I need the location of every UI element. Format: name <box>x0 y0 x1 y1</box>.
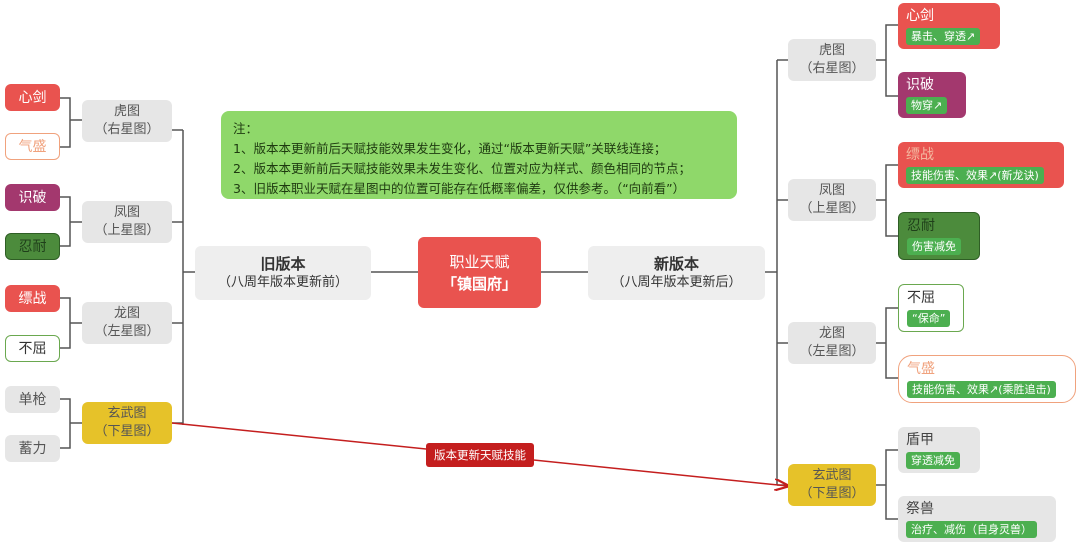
old-group-sub: （右星图） <box>94 122 160 137</box>
old-group-tiger[interactable]: 虎图 （右星图） <box>82 100 172 142</box>
old-leaf-xuli[interactable]: 蓄力 <box>5 435 60 462</box>
old-leaf-xinjian[interactable]: 心剑 <box>5 84 60 111</box>
new-leaf-tag: 物穿↗ <box>906 97 948 114</box>
old-group-name: 龙图 <box>113 306 140 321</box>
new-leaf-title: 盾甲 <box>906 432 934 448</box>
new-leaf-xinjian[interactable]: 心剑 暴击、穿透↗ <box>898 3 1000 49</box>
relation-label[interactable]: 版本更新天赋技能 <box>426 443 534 467</box>
note-box: 注： 1、版本本更新前后天赋技能效果发生变化，通过“版本更新天赋”关联线连接； … <box>221 111 737 199</box>
old-group-dragon[interactable]: 龙图 （左星图） <box>82 302 172 344</box>
old-version-title: 旧版本 <box>260 255 306 273</box>
new-leaf-title: 不屈 <box>907 290 935 306</box>
new-group-name: 玄武图 <box>812 468 852 483</box>
note-line-2: 2、版本本更新前后天赋技能效果未发生变化、位置对应为样式、颜色相同的节点； <box>233 161 691 176</box>
new-leaf-rennai[interactable]: 忍耐 伤害减免 <box>898 212 980 260</box>
new-leaf-title: 气盛 <box>907 361 935 377</box>
old-leaf-shipo[interactable]: 识破 <box>5 184 60 211</box>
center-node[interactable]: 职业天赋 「镇国府」 <box>418 237 541 308</box>
old-leaf-rennai[interactable]: 忍耐 <box>5 233 60 260</box>
new-leaf-tag: 伤害减免 <box>907 238 961 255</box>
old-leaf-danqiang[interactable]: 单枪 <box>5 386 60 413</box>
note-line-3: 3、旧版本职业天赋在星图中的位置可能存在低概率偏差，仅供参考。（“向前看”） <box>233 181 686 196</box>
new-leaf-piaozhan[interactable]: 缥战 技能伤害、效果↗(新龙诀) <box>898 142 1064 188</box>
old-leaf-piaozhan[interactable]: 缥战 <box>5 285 60 312</box>
old-group-name: 虎图 <box>113 104 140 119</box>
old-group-tortoise[interactable]: 玄武图 （下星图） <box>82 402 172 444</box>
new-leaf-title: 缥战 <box>906 147 934 163</box>
old-group-name: 凤图 <box>113 205 140 220</box>
new-leaf-title: 识破 <box>906 77 934 93</box>
new-leaf-qisheng[interactable]: 气盛 技能伤害、效果↗(乘胜追击) <box>898 355 1076 403</box>
old-group-phoenix[interactable]: 凤图 （上星图） <box>82 201 172 243</box>
new-leaf-tag: 技能伤害、效果↗(乘胜追击) <box>907 381 1056 398</box>
new-leaf-title: 忍耐 <box>907 218 935 234</box>
new-leaf-title: 心剑 <box>906 8 934 24</box>
new-group-tiger[interactable]: 虎图 （右星图） <box>788 39 876 81</box>
note-line-1: 1、版本本更新前后天赋技能效果发生变化，通过“版本更新天赋”关联线连接； <box>233 141 667 156</box>
new-version-subtitle: （八周年版本更新后） <box>611 275 742 290</box>
new-group-tortoise[interactable]: 玄武图 （下星图） <box>788 464 876 506</box>
old-group-name: 玄武图 <box>107 406 147 421</box>
new-leaf-buqu[interactable]: 不屈 “保命” <box>898 284 964 332</box>
new-leaf-dunjia[interactable]: 盾甲 穿透减免 <box>898 427 980 473</box>
new-group-name: 虎图 <box>818 43 845 58</box>
new-leaf-tag: 暴击、穿透↗ <box>906 28 981 45</box>
new-leaf-tag: 治疗、减伤（自身灵兽） <box>906 521 1037 538</box>
old-leaf-buqu[interactable]: 不屈 <box>5 335 60 362</box>
new-leaf-title: 祭兽 <box>906 501 934 517</box>
old-leaf-qisheng[interactable]: 气盛 <box>5 133 60 160</box>
note-title: 注： <box>233 121 259 136</box>
center-line-2: 「镇国府」 <box>441 274 517 293</box>
new-leaf-jishou[interactable]: 祭兽 治疗、减伤（自身灵兽） <box>898 496 1056 542</box>
new-version-node[interactable]: 新版本 （八周年版本更新后） <box>588 246 765 300</box>
new-group-sub: （下星图） <box>799 486 865 501</box>
new-group-phoenix[interactable]: 凤图 （上星图） <box>788 179 876 221</box>
new-leaf-tag: 穿透减免 <box>906 452 960 469</box>
new-leaf-tag: “保命” <box>907 310 951 327</box>
old-group-sub: （上星图） <box>94 223 160 238</box>
new-group-dragon[interactable]: 龙图 （左星图） <box>788 322 876 364</box>
old-group-sub: （左星图） <box>94 324 160 339</box>
old-group-sub: （下星图） <box>94 424 160 439</box>
new-version-title: 新版本 <box>653 255 699 273</box>
new-group-name: 凤图 <box>818 183 845 198</box>
old-version-subtitle: （八周年版本更新前） <box>217 275 348 290</box>
new-leaf-shipo[interactable]: 识破 物穿↗ <box>898 72 966 118</box>
new-leaf-tag: 技能伤害、效果↗(新龙诀) <box>906 167 1044 184</box>
center-line-1: 职业天赋 <box>449 252 510 271</box>
new-group-sub: （右星图） <box>799 61 865 76</box>
new-group-sub: （左星图） <box>799 344 865 359</box>
old-version-node[interactable]: 旧版本 （八周年版本更新前） <box>195 246 371 300</box>
new-group-name: 龙图 <box>818 326 845 341</box>
new-group-sub: （上星图） <box>799 201 865 216</box>
